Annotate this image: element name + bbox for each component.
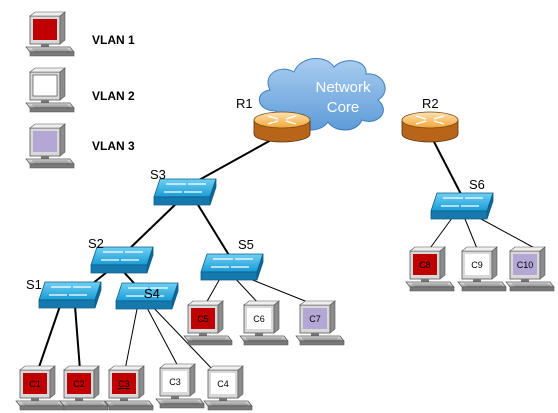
computer-c8[interactable]: C8 (405, 246, 455, 292)
router-icon (401, 111, 459, 143)
computer-c9-label: C9 (471, 260, 483, 270)
computer-screen (112, 373, 136, 394)
router-r1-label: R1 (236, 96, 253, 111)
computer-c1[interactable]: C1 (15, 365, 65, 411)
computer-c9[interactable]: C9 (457, 246, 507, 292)
legend-label-vlan3: VLAN 3 (92, 139, 135, 153)
switch-s4-label: S4 (144, 286, 160, 301)
computer-c5[interactable]: C5 (183, 300, 233, 346)
computer-c8-label: C8 (419, 260, 431, 270)
legend-swatch-vlan2 (32, 74, 58, 97)
computer-c3-vlan2-label: C3 (169, 377, 181, 387)
legend-swatch-vlan1 (33, 19, 57, 40)
computer-screen (513, 254, 537, 275)
computer-screen (23, 373, 47, 394)
computer-screen (211, 373, 235, 394)
switch-s4[interactable]: S4 (115, 282, 179, 310)
switch-s3-label: S3 (150, 167, 166, 182)
legend-swatch-vlan3 (33, 131, 57, 152)
legend-item-vlan3: VLAN 3 (25, 123, 135, 169)
switch-s6-label: S6 (469, 177, 485, 192)
computer-c7[interactable]: C7 (295, 300, 345, 346)
computer-c10[interactable]: C10 (505, 246, 555, 292)
computer-screen (191, 308, 215, 329)
switch-s1[interactable]: S1 (26, 277, 102, 309)
computer-c3-vlan2[interactable]: C3 (155, 363, 205, 409)
legend-label-vlan2: VLAN 2 (92, 89, 135, 103)
computer-screen (247, 308, 271, 329)
computer-c7-label: C7 (309, 314, 321, 324)
switch-icon (153, 178, 217, 206)
switch-s2[interactable]: S2 (88, 236, 154, 274)
computer-screen (163, 371, 187, 392)
switch-s5[interactable]: S5 (200, 237, 264, 281)
computer-c6-label: C6 (253, 314, 265, 324)
router-r2-label: R2 (422, 96, 439, 111)
router-r2[interactable]: R2 (401, 96, 459, 143)
computer-screen (465, 254, 489, 275)
switch-icon (200, 253, 264, 281)
computer-screen (303, 308, 327, 329)
router-r1[interactable]: R1 (236, 96, 311, 143)
switch-s2-label: S2 (88, 236, 104, 251)
switch-icon (430, 192, 494, 220)
switch-icon (38, 281, 102, 309)
legend-item-vlan2: VLAN 2 (25, 67, 135, 113)
computer-c4[interactable]: C4 (203, 365, 253, 411)
vlan-legend: VLAN 1 VLAN 2 VLAN 3 (25, 11, 135, 169)
cloud-label-line2: Core (327, 99, 360, 116)
legend-item-vlan1: VLAN 1 (25, 11, 135, 57)
cloud-label-line1: Network (315, 79, 371, 96)
switch-s6[interactable]: S6 (430, 177, 494, 220)
legend-label-vlan1: VLAN 1 (92, 33, 135, 47)
computer-c1-label: C1 (29, 379, 41, 389)
computer-screen (413, 254, 437, 275)
computer-c2-label: C2 (73, 379, 85, 389)
computer-c4-label: C4 (217, 379, 229, 389)
computer-c2[interactable]: C2 (59, 365, 109, 411)
router-icon (253, 111, 311, 143)
computer-c6[interactable]: C6 (239, 300, 289, 346)
computer-c3-vlan1-label: C3 (118, 379, 130, 389)
computer-screen (67, 373, 91, 394)
computer-c10-label: C10 (517, 260, 534, 270)
switch-s5-label: S5 (238, 237, 254, 252)
computer-c3-vlan1[interactable]: C3 (104, 365, 154, 411)
computer-c5-label: C5 (197, 314, 209, 324)
switch-s3[interactable]: S3 (150, 167, 217, 206)
switch-s1-label: S1 (26, 277, 42, 292)
